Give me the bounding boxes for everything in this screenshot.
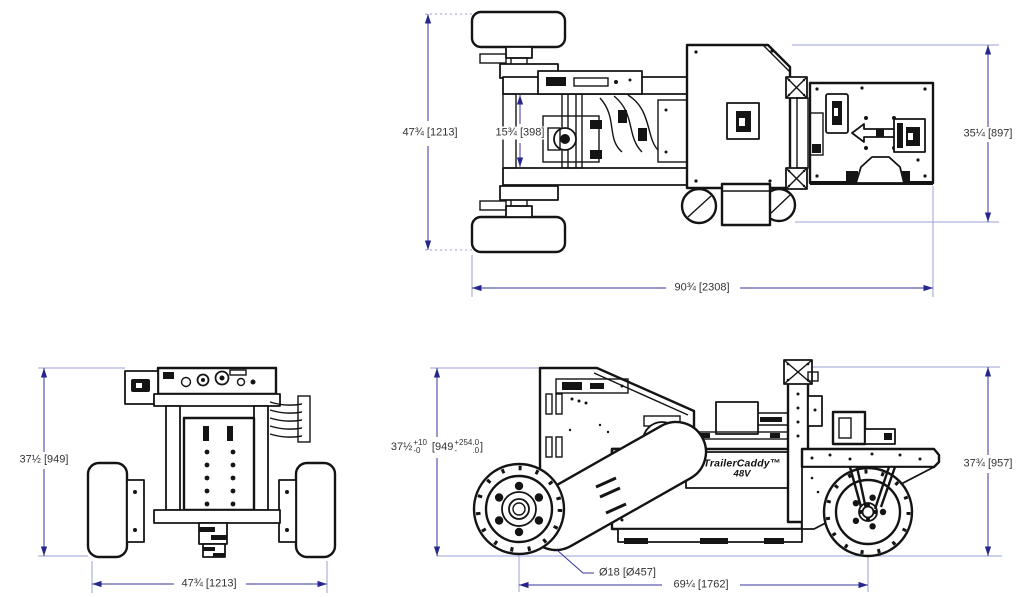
top-view-extension-lines <box>425 13 999 297</box>
side-view-dimension-lines <box>433 367 992 589</box>
dim-label-handle-height: 37½ +10 -0 [949 +254.0 - .0 ] <box>388 439 486 455</box>
top-platform <box>808 81 935 185</box>
front-right-wheel <box>278 461 337 559</box>
top-left-wheel <box>470 10 567 79</box>
front-left-wheel <box>86 461 145 559</box>
front-view <box>38 366 337 593</box>
side-view <box>430 359 1002 592</box>
brand-decal: TrailerCaddy™ 48V <box>703 457 781 480</box>
dim-label-front-overall-width: 47¾ [1213] <box>179 577 239 591</box>
tol-nominal-in: 37½ <box>390 440 413 453</box>
tol-plus-in: +10 <box>413 438 427 447</box>
hinge-block-top <box>785 76 808 99</box>
side-rear-fork <box>848 466 897 521</box>
side-front-wheel <box>472 462 566 556</box>
tol-mm-open: [949 <box>431 440 454 453</box>
hole-panel <box>182 416 256 512</box>
front-view-dimension-lines <box>40 368 327 588</box>
front-view-extension-lines <box>38 367 328 593</box>
top-view-dimension-lines <box>424 14 992 292</box>
tol-mm-close: ] <box>480 440 484 453</box>
tol-stack-in: +10 -0 <box>413 439 427 455</box>
top-rear-rollers <box>680 182 797 227</box>
dim-label-front-height: 37½ [949] <box>17 453 71 467</box>
dim-label-top-overall-length: 90¾ [2308] <box>672 281 732 295</box>
tol-minus-mm-val: .0 <box>472 446 480 455</box>
dim-label-top-platform-length: 35¼ [897] <box>961 127 1015 141</box>
tol-stack-mm: +254.0 - .0 <box>454 439 479 455</box>
dim-label-side-overall-height: 37¾ [957] <box>961 457 1015 471</box>
hose-coil <box>269 395 311 443</box>
dim-label-wheel-diameter: Ø18 [Ø457] <box>597 566 658 580</box>
top-frame <box>502 70 697 186</box>
hinge-block-bottom <box>785 167 808 190</box>
front-mast <box>124 366 311 558</box>
side-body <box>610 447 804 544</box>
control-knobs <box>163 369 256 388</box>
top-bottom-wheel <box>470 185 567 254</box>
dim-label-top-overall-width: 47¾ [1213] <box>400 126 460 140</box>
tol-plus-mm: +254.0 <box>454 438 480 447</box>
hitch-plate <box>846 156 910 184</box>
dim-label-side-wheelbase: 69¼ [1762] <box>671 578 731 592</box>
top-view <box>424 10 999 297</box>
dim-label-top-frame-gap: 15¾ [398] <box>493 126 547 140</box>
front-side-panel <box>124 370 159 405</box>
side-actuator-box <box>693 401 791 440</box>
brand-model: 48V <box>733 468 751 480</box>
tol-minus-mm-sign: - <box>454 446 457 455</box>
side-console <box>831 410 896 446</box>
tol-minus-in: -0 <box>413 446 421 455</box>
tol-minus-mm: - .0 <box>454 447 479 455</box>
top-body <box>680 43 809 227</box>
brand-name: TrailerCaddy™ <box>703 457 781 470</box>
front-hitch <box>198 522 228 558</box>
